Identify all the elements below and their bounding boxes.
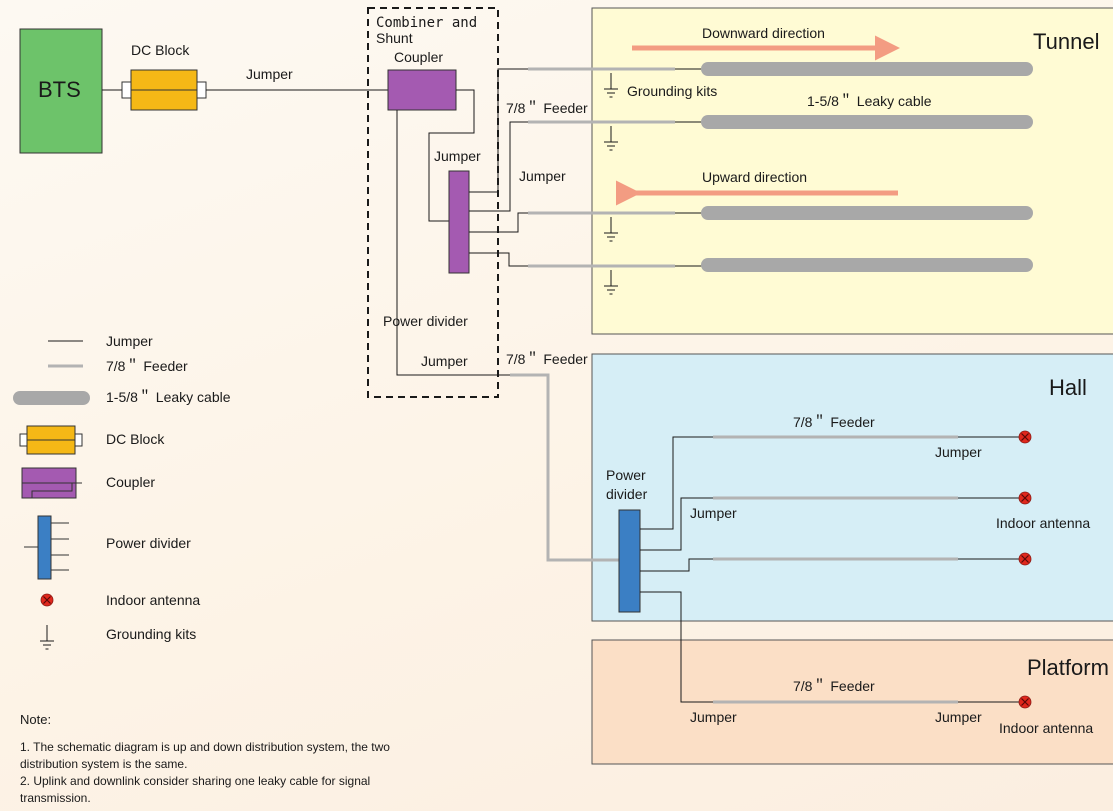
platform-label: Platform [1027,655,1109,680]
legend-coupler-icon [21,467,82,499]
note-line-1: 1. The schematic diagram is up and down … [20,740,390,754]
platform-feeder-label: 7/8＂ Feeder [793,678,875,694]
combiner-shunt-box [367,7,499,398]
hall-power-divider-icon [618,509,641,613]
leaky-cable-label: 1-5/8＂ Leaky cable [807,93,932,109]
grounding-kits-label: Grounding kits [627,83,717,99]
dc-block-icon [121,69,207,111]
power-divider-top-label: Power divider [383,313,468,329]
legend-power-divider-icon [24,515,69,580]
legend-dc-block-icon [19,425,83,455]
hall-feeders [713,435,1019,561]
jumper-mid-label: Jumper [519,168,566,184]
coupler-label: Coupler [394,49,443,65]
note-line-2b: transmission. [20,791,91,805]
bts-label: BTS [38,77,81,102]
hall-label: Hall [1049,375,1087,400]
tunnel-power-divider-icon [448,170,470,274]
tunnel-feeders [528,67,703,268]
platform-antenna-label: Indoor antenna [999,720,1093,736]
jumper-pd-top-label: Jumper [421,353,468,369]
legend-grounding-icon [39,624,55,650]
feeder-top-label: 7/8＂ Feeder [506,100,588,116]
combiner-title-2: Shunt [376,30,413,46]
hall-jumper-right-label: Jumper [935,444,982,460]
note-line-1b: distribution system is the same. [20,757,188,771]
coupler-icon [387,69,457,111]
platform-jumper-right-label: Jumper [935,709,982,725]
legend: Jumper 7/8＂ Feeder 1-5/8＂ Leaky cable DC… [13,333,231,650]
jumper-bts-label: Jumper [246,66,293,82]
legend-antenna-label: Indoor antenna [106,592,200,608]
note-title: Note: [20,712,52,727]
tunnel-label: Tunnel [1033,29,1099,54]
legend-coupler-label: Coupler [106,474,155,490]
hall-feeder-label: 7/8＂ Feeder [793,414,875,430]
combiner-title: Combiner and [376,15,477,31]
upward-label: Upward direction [702,169,807,185]
platform-antenna-icon [1018,695,1032,709]
legend-leaky-label: 1-5/8＂ Leaky cable [106,389,231,405]
hall-feeder-link [510,373,619,562]
legend-grounding-label: Grounding kits [106,626,196,642]
bts-box [19,28,103,154]
legend-jumper-label: Jumper [106,333,153,349]
downward-label: Downward direction [702,25,825,41]
legend-dc-block-label: DC Block [106,431,165,447]
hall-pd-label-2: divider [606,486,648,502]
indoor-antenna-label: Indoor antenna [996,515,1090,531]
tunnel-zone [591,7,1113,335]
hall-pd-label-1: Power [606,467,646,483]
legend-feeder-label: 7/8＂ Feeder [106,358,188,374]
jumper-coupler-label: Jumper [434,148,481,164]
legend-antenna-icon [40,593,54,607]
feeder-hall-link-label: 7/8＂ Feeder [506,351,588,367]
legend-power-divider-label: Power divider [106,535,191,551]
note-line-2: 2. Uplink and downlink consider sharing … [20,774,371,788]
platform-jumper-left-label: Jumper [690,709,737,725]
leaky-cables [701,62,1033,272]
hall-zone [591,353,1113,622]
dc-block-label: DC Block [131,42,190,58]
hall-jumper-left-label: Jumper [690,505,737,521]
